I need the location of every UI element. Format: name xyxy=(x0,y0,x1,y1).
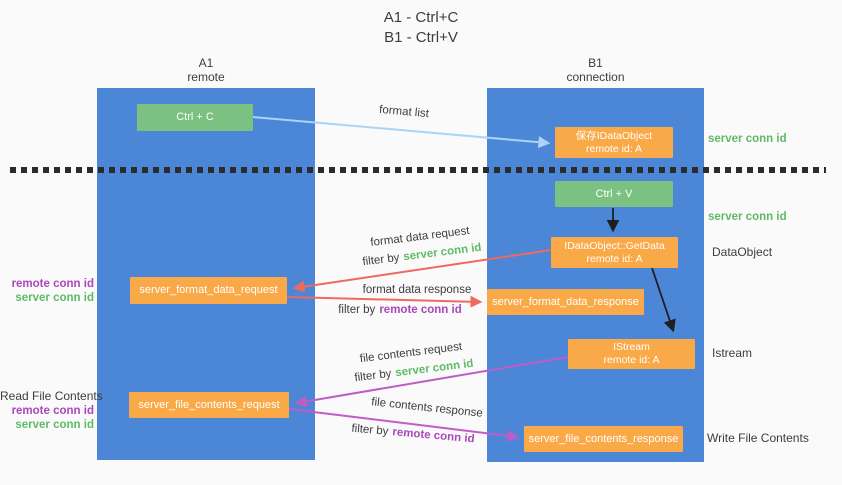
column-a-name: A1 xyxy=(198,56,214,70)
node-ctrl-c: Ctrl + C xyxy=(137,104,253,131)
label-format-list: format list xyxy=(378,103,430,121)
column-b-name: B1 xyxy=(588,56,603,70)
annotation-istream: Istream xyxy=(712,346,753,360)
node-server-format-data-response-label: server_format_data_response xyxy=(492,295,639,308)
annotation-remote-conn-id-format: remote conn id xyxy=(11,278,94,290)
column-a-header: A1 remote xyxy=(97,56,315,84)
node-ctrl-v: Ctrl + V xyxy=(555,181,673,207)
node-idataobject-getdata: IDataObject::GetData remote id: A xyxy=(551,237,678,268)
node-idataobject-getdata-line2: remote id: A xyxy=(586,252,643,265)
phase-divider-dashed-line xyxy=(10,167,826,173)
column-b-subtitle: connection xyxy=(566,70,625,84)
node-istream-line2: remote id: A xyxy=(603,354,660,366)
node-server-file-contents-request: server_file_contents_request xyxy=(129,392,289,418)
remote-conn-id-text: remote conn id xyxy=(391,426,476,446)
filter-by-text: filter by xyxy=(350,422,389,438)
arrow-format-data-response xyxy=(286,295,483,308)
annotation-server-conn-id-format: server conn id xyxy=(15,292,94,304)
column-a-subtitle: remote xyxy=(187,70,225,84)
server-conn-id-text: server conn id xyxy=(394,357,475,380)
label-format-data-response: format data response xyxy=(362,284,472,296)
node-ctrl-c-label: Ctrl + C xyxy=(176,111,214,123)
annotation-write-file-contents: Write File Contents xyxy=(707,431,809,445)
label-file-contents-response: file contents response xyxy=(370,396,484,420)
node-ctrl-v-label: Ctrl + V xyxy=(595,187,633,200)
node-server-file-contents-response-label: server_file_contents_response xyxy=(528,432,679,445)
node-idataobject-getdata-line1: IDataObject::GetData xyxy=(564,239,665,252)
diagram-title: A1 - Ctrl+C B1 - Ctrl+V xyxy=(0,8,842,48)
server-conn-id-text: server conn id xyxy=(402,241,483,264)
filter-by-text: filter by xyxy=(338,304,376,316)
title-line-2: B1 - Ctrl+V xyxy=(384,29,458,46)
node-server-format-data-response: server_format_data_response xyxy=(487,289,644,315)
filter-by-text: filter by xyxy=(353,367,393,385)
node-save-idataobject-line2: remote id: A xyxy=(585,142,643,155)
node-istream: IStream remote id: A xyxy=(568,339,695,369)
annotation-dataobject: DataObject xyxy=(712,245,773,259)
node-save-idataobject: 保存IDataObject remote id: A xyxy=(555,127,673,158)
annotation-server-conn-id-file: server conn id xyxy=(15,419,94,431)
node-save-idataobject-line1: 保存IDataObject xyxy=(575,129,653,142)
annotation-remote-conn-id-file: remote conn id xyxy=(11,405,94,417)
annotation-server-conn-id-top: server conn id xyxy=(708,133,787,145)
node-server-format-data-request: server_format_data_request xyxy=(130,277,287,304)
annotation-server-conn-id-mid: server conn id xyxy=(708,211,787,223)
filter-by-text: filter by xyxy=(361,251,401,269)
node-server-file-contents-request-label: server_file_contents_request xyxy=(138,398,280,411)
node-server-format-data-request-label: server_format_data_request xyxy=(139,284,278,296)
node-server-file-contents-response: server_file_contents_response xyxy=(524,426,683,452)
title-line-1: A1 - Ctrl+C xyxy=(383,9,459,26)
annotation-read-file-contents: Read File Contents xyxy=(0,389,103,403)
node-istream-line1: IStream xyxy=(613,341,650,353)
column-b-header: B1 connection xyxy=(487,56,704,84)
remote-conn-id-text: remote conn id xyxy=(379,304,462,316)
